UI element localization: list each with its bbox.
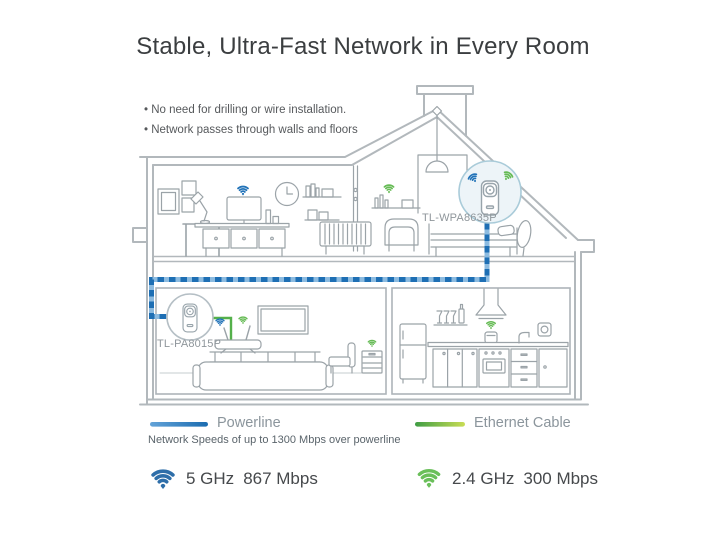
lower-device-label: TL-PA8015P — [157, 338, 222, 350]
faucet — [518, 331, 530, 344]
powerline-speed-note: Network Speeds of up to 1300 Mbps over p… — [148, 434, 401, 446]
powerline-cable — [149, 223, 490, 319]
powerline-legend-label: Powerline — [217, 415, 281, 431]
radiator — [319, 221, 372, 255]
wifi-router — [214, 325, 262, 354]
chimney — [416, 85, 474, 137]
picture-frames — [157, 180, 197, 215]
wall-outlet — [537, 322, 552, 337]
page-title: Stable, Ultra-Fast Network in Every Room — [136, 33, 590, 60]
right-wall — [574, 251, 582, 400]
powerline-adapter-icon — [480, 180, 500, 216]
kitchen-wifi-icon — [486, 320, 496, 331]
wifi-5ghz-band: 5 GHz — [186, 469, 235, 488]
side-cabinet-wifi-icon — [367, 339, 377, 348]
wifi-5ghz-rate: 867 Mbps — [243, 469, 318, 488]
left-ledge — [132, 227, 148, 243]
kitchen-counter — [427, 341, 569, 388]
wifi-24ghz-band: 2.4 GHz — [452, 469, 515, 488]
sideboard-cabinet — [194, 209, 290, 257]
powerline-legend-line — [150, 422, 208, 427]
wall-clock — [274, 181, 300, 207]
desktop-monitor — [226, 196, 262, 225]
armchair-low — [328, 342, 356, 374]
wifi-24ghz-icon — [417, 468, 441, 490]
foundation — [139, 398, 589, 406]
feature-bullet-2: Network passes through walls and floors — [144, 120, 357, 140]
fridge — [399, 323, 427, 384]
upper-powerline-extender — [458, 160, 522, 224]
shelf-wifi-icon — [383, 184, 395, 195]
lower-powerline-adapter — [166, 293, 214, 341]
tub-armchair — [384, 218, 419, 252]
ethernet-legend-line — [415, 422, 465, 427]
house-structure — [132, 85, 595, 406]
ethernet-cable — [210, 316, 233, 340]
feature-bullet-1: No need for drilling or wire installatio… — [144, 100, 358, 120]
tv-screen — [257, 305, 309, 335]
glass-shelf — [433, 303, 468, 326]
sofa — [192, 351, 334, 391]
ethernet-legend-label: Ethernet Cable — [474, 415, 571, 431]
side-cabinet — [361, 350, 383, 374]
range-hood — [475, 288, 507, 320]
kitchen-room — [391, 287, 571, 395]
leaning-mirror — [516, 220, 532, 257]
wifi-5ghz-icon — [151, 469, 175, 491]
smart-speaker — [484, 331, 498, 344]
room-boxes — [155, 287, 571, 395]
router-wifi-24ghz-icon — [238, 316, 248, 325]
wifi-24ghz-rate: 300 Mbps — [523, 469, 599, 488]
right-eave — [577, 239, 595, 253]
wifi-24ghz-speed: 2.4 GHz 300 Mbps — [452, 469, 598, 489]
upper-device-label: TL-WPA8635P — [422, 212, 497, 224]
upstairs-furniture — [157, 105, 532, 257]
shelf-with-media-device — [371, 194, 421, 209]
living-room-furniture — [159, 305, 383, 391]
monitor-wifi-icon — [237, 185, 249, 197]
wall-shelves — [302, 183, 342, 221]
wifi-5ghz-speed: 5 GHz 867 Mbps — [186, 469, 318, 489]
living-room — [155, 287, 387, 395]
feature-bullets: No need for drilling or wire installatio… — [144, 100, 358, 140]
kitchen-furniture — [399, 288, 569, 388]
router-wifi-5ghz-icon — [215, 318, 225, 327]
powerline-adapter-icon — [182, 303, 198, 333]
bed — [428, 223, 518, 257]
mid-floor — [152, 255, 576, 263]
